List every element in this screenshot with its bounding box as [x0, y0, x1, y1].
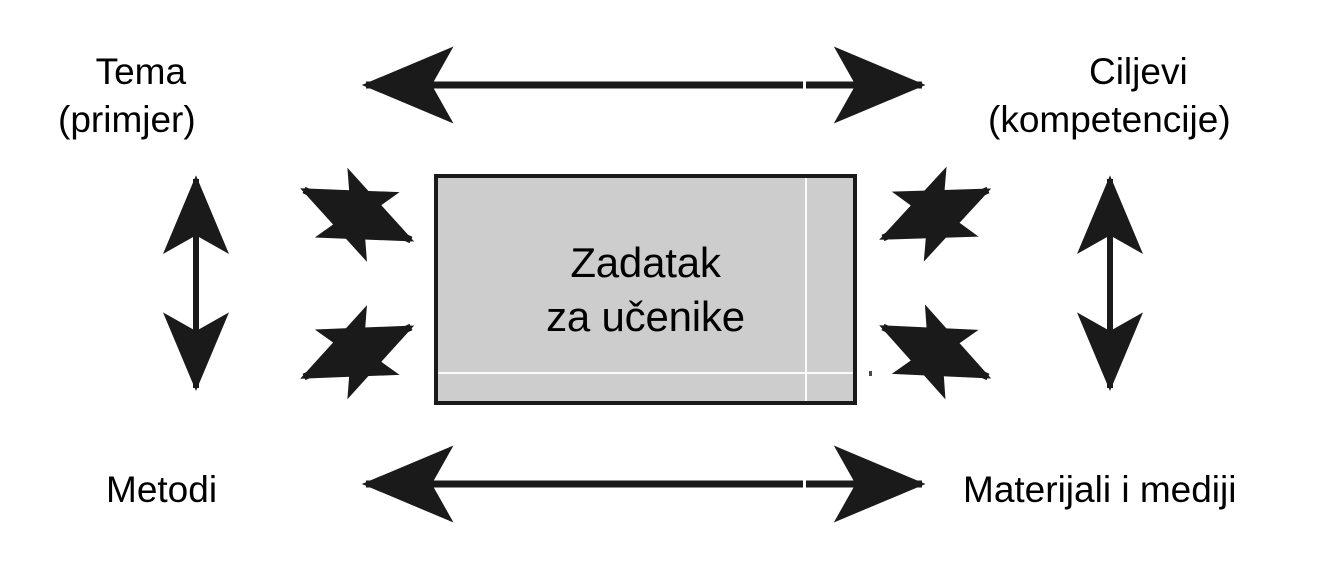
- bottom-left-diagonal-arrow: [300, 305, 415, 400]
- label-materijali-i-mediji-text: Materijali i mediji: [963, 469, 1237, 510]
- label-metodi-text: Metodi: [106, 469, 218, 510]
- box-grid-line-horizontal: [438, 372, 853, 374]
- label-metodi: Metodi: [106, 466, 217, 514]
- label-materijali-i-mediji: Materijali i mediji: [963, 466, 1236, 514]
- top-right-diagonal-arrow: [879, 166, 992, 262]
- center-task-box-text: Zadatak za učenike: [438, 178, 853, 401]
- label-tema-line1: Tema: [95, 51, 187, 92]
- label-ciljevi-line2: (kompetencije): [988, 99, 1231, 141]
- center-task-box-line1: Zadatak: [570, 238, 721, 286]
- top-left-diagonal-arrow: [300, 167, 415, 262]
- bottom-right-diagonal-arrow: [879, 304, 992, 400]
- center-task-box: Zadatak za učenike: [434, 174, 857, 405]
- label-ciljevi-line1: Ciljevi: [1088, 51, 1188, 92]
- label-tema-line2: (primjer): [58, 99, 196, 141]
- label-ciljevi: Ciljevi (kompetencije): [988, 48, 1231, 144]
- box-grid-line-vertical: [805, 178, 807, 401]
- ink-speck: [869, 371, 872, 376]
- center-task-box-line2: za učenike: [546, 292, 745, 340]
- label-tema: Tema (primjer): [58, 48, 196, 144]
